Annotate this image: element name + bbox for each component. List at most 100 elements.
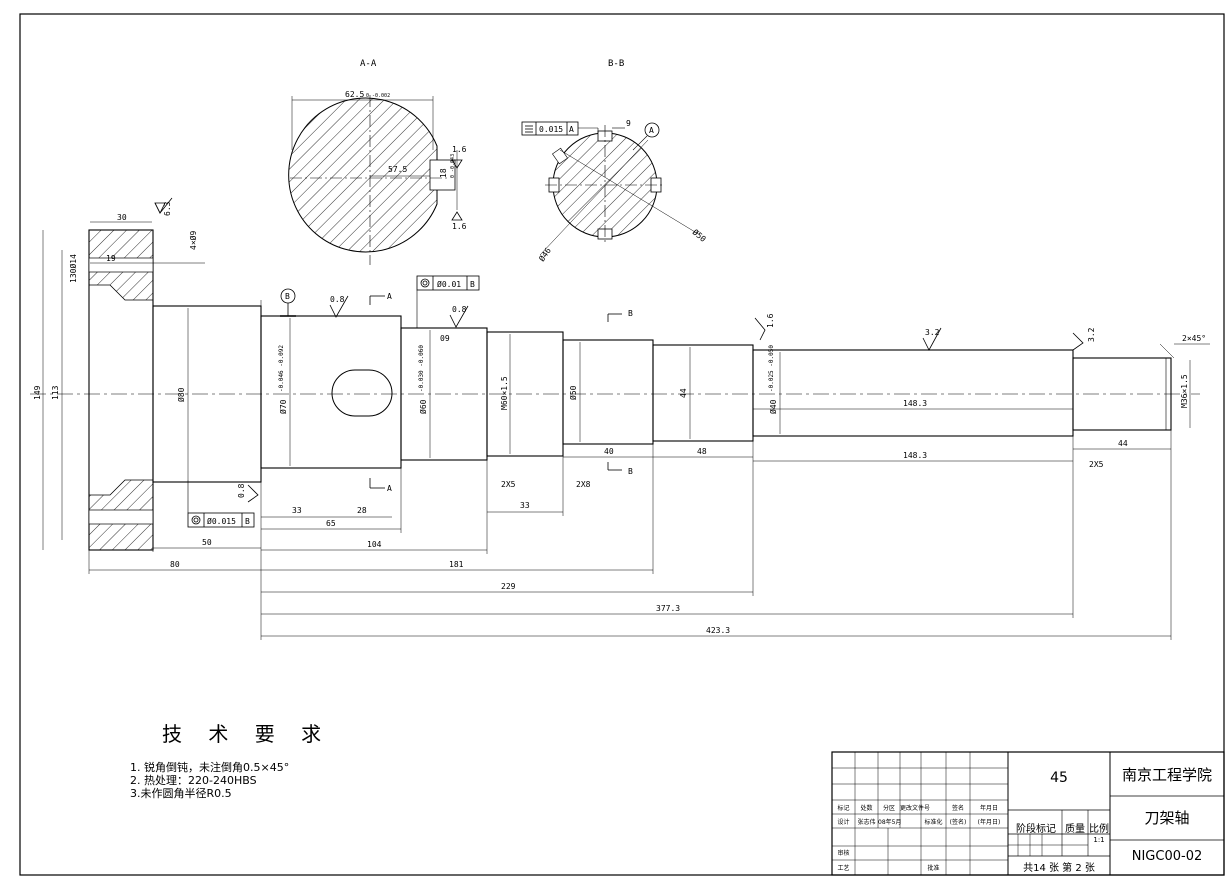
rough-3-2b: 3.2 [1087, 327, 1096, 342]
rough-08-b: 0.8 [452, 305, 467, 314]
header-signature: 签名 [951, 805, 964, 812]
section-bb-label: B-B [608, 59, 624, 69]
tol-top-value: Ø0.01 [437, 279, 461, 289]
dim-130: 130Ø14 [68, 254, 78, 283]
dim-377: 377.3 [656, 604, 680, 613]
dim-80: 80 [170, 560, 180, 569]
tolerance-frame-bottom [187, 512, 255, 528]
tol-bottom-datum: B [245, 517, 250, 526]
school-name: 南京工程学院 [1121, 766, 1212, 784]
dim-104: 104 [367, 540, 382, 549]
keyway-slot [331, 369, 393, 417]
aa-dim-width: 62.5 [345, 90, 364, 99]
dim-229: 229 [501, 582, 516, 591]
part-name: 刀架轴 [1144, 809, 1190, 827]
dim-148-upper: 148.3 [903, 399, 927, 408]
process-label: 工艺 [837, 865, 850, 872]
tolerance-frame-top [416, 275, 480, 291]
dim-09: 09 [440, 334, 450, 343]
dim-m36: M36×1.5 [1180, 374, 1189, 408]
dim-2x8: 2X8 [576, 480, 591, 489]
aa-rough-top: 1.6 [452, 145, 467, 154]
section-aa-view: A-A 62.5 0 -0.002 57.5 18 0 -0.043 1.6 1… [288, 59, 467, 265]
rough-08-c: 0.8 [237, 483, 246, 498]
dim-149: 149 [33, 385, 42, 400]
rough-6-3: 6.3 [163, 201, 172, 216]
dim-2x5-mid: 2X5 [501, 480, 516, 489]
aa-dim-width-tol: 0 -0.002 [366, 93, 390, 99]
dim-28: 28 [357, 506, 367, 515]
scale-label: 比例 [1089, 824, 1109, 835]
tech-requirements-title: 技 术 要 求 [162, 722, 332, 746]
dim-33-mid: 33 [520, 501, 530, 510]
aa-dim-keyway: 18 [439, 168, 448, 178]
signature-placeholder: (签名) [949, 819, 967, 826]
dim-40: 40 [604, 447, 614, 456]
header-change-doc: 更改文件号 [900, 805, 931, 812]
section-a-top: A [387, 292, 392, 301]
dim-423: 423.3 [706, 626, 730, 635]
weight-label: 质量 [1065, 824, 1085, 835]
dim-d40-tol: -0.025 -0.050 [768, 345, 775, 392]
title-block-grid [831, 751, 1225, 876]
bb-dim-d46: Ø46 [536, 245, 553, 263]
dim-113: 113 [51, 385, 60, 400]
aa-dim-inner: 57.5 [388, 165, 407, 174]
tol-bottom-value: Ø0.015 [207, 516, 236, 526]
dim-33-left: 33 [292, 506, 302, 515]
date-placeholder: (年月日) [977, 819, 1001, 826]
bb-tolerance-datum: A [569, 125, 574, 134]
bb-tolerance-value: 0.015 [539, 125, 563, 134]
shaft-main-view: 30 6.3 4×Ø9 19 130Ø14 149 113 Ø80 Ø70 -0… [30, 197, 1210, 640]
bb-dim-key: 9 [626, 119, 631, 128]
section-aa-label: A-A [360, 59, 377, 69]
rough-08-a: 0.8 [330, 295, 345, 304]
dim-48: 48 [697, 447, 707, 456]
dim-d70-tol: -0.046 -0.092 [278, 345, 285, 392]
rough-3-2: 3.2 [925, 328, 940, 337]
dim-d70: Ø70 [278, 399, 288, 414]
datum-b-letter: B [285, 292, 290, 301]
dim-d40: Ø40 [768, 399, 778, 414]
tech-requirements-list: 1. 锐角倒钝，未注倒角0.5×45° 2. 热处理：220-240HBS 3.… [130, 761, 450, 800]
dim-d60: Ø60 [418, 399, 428, 414]
dim-d80: Ø80 [176, 387, 186, 402]
bb-datum-circle [644, 122, 660, 138]
stage-mark-label: 阶段标记 [1016, 824, 1056, 835]
section-bb-view: B-B 0.015 A 9 A Ø46 Ø50 [521, 59, 709, 263]
dim-44-right: 44 [1118, 439, 1128, 448]
drawing-frame [19, 13, 1225, 876]
section-a-bottom: A [387, 484, 392, 493]
design-label: 设计 [837, 819, 850, 826]
dim-m60: M60×1.5 [500, 376, 509, 410]
title-block: 45 南京工程学院 刀架轴 NIGC00-02 阶段标记 质量 比例 1:1 共… [832, 752, 1224, 875]
dim-2x45: 2×45° [1182, 334, 1206, 343]
section-b-top: B [628, 309, 633, 318]
approve-label: 批准 [927, 865, 940, 872]
dim-148-lower: 148.3 [903, 451, 927, 460]
designer-name: 张志伟 [857, 819, 876, 826]
dim-2x5-right: 2X5 [1089, 460, 1104, 469]
aa-rough-bottom: 1.6 [452, 222, 467, 231]
section-b-bottom: B [628, 467, 633, 476]
drawing-number: NIGC00-02 [1131, 849, 1203, 864]
header-date: 年月日 [979, 805, 998, 812]
tech-note-2: 2. 热处理：220-240HBS [130, 774, 257, 787]
bb-dim-d50: Ø50 [691, 227, 709, 244]
tech-note-3: 3.未作圆角半径R0.5 [130, 787, 232, 800]
header-mark: 标记 [837, 805, 850, 812]
holes-4x09: 4×Ø9 [188, 231, 198, 250]
dim-30: 30 [117, 213, 127, 222]
scale-value: 1:1 [1093, 836, 1105, 844]
dim-d60-tol: -0.030 -0.060 [418, 345, 425, 392]
bb-datum-letter: A [649, 126, 654, 135]
dim-181: 181 [449, 560, 464, 569]
technical-requirements: 技 术 要 求 1. 锐角倒钝，未注倒角0.5×45° 2. 热处理：220-2… [130, 718, 450, 800]
standardization-label: 标准化 [924, 819, 943, 826]
header-count: 处数 [860, 805, 873, 812]
design-date: 08年5月 [878, 819, 902, 826]
dim-19: 19 [106, 254, 116, 263]
rough-1-6: 1.6 [766, 313, 775, 328]
aa-dim-keyway-tol: 0 -0.043 [450, 154, 456, 178]
tech-note-1: 1. 锐角倒钝，未注倒角0.5×45° [130, 761, 290, 774]
